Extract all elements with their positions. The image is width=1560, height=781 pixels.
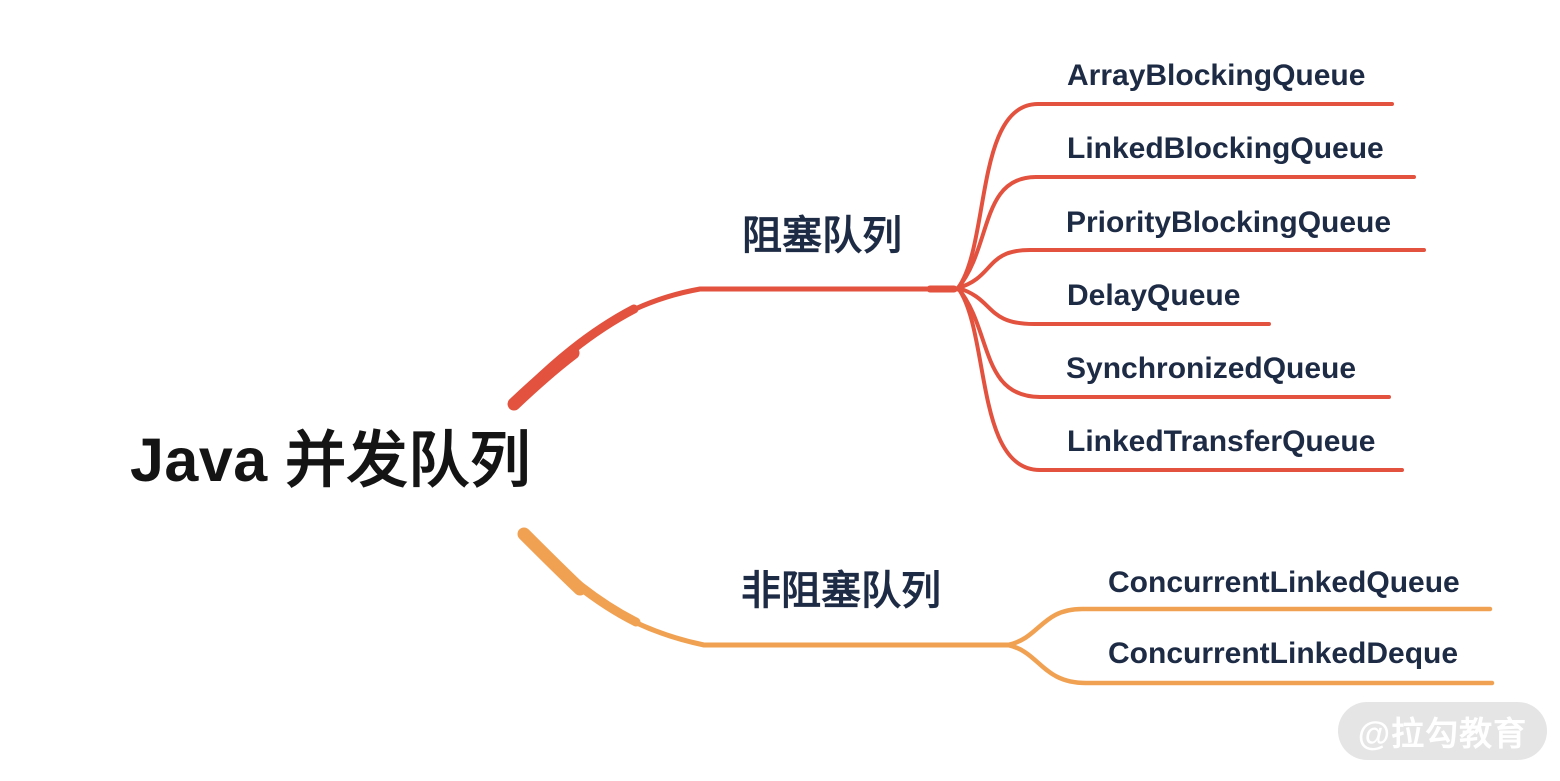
node-blocking-queues: 阻塞队列: [742, 214, 902, 258]
connector-synchronizedqueue: [956, 286, 1391, 399]
leaf-delayqueue: DelayQueue: [1067, 279, 1241, 312]
connector-priorityblockingqueue: [956, 248, 1426, 290]
branch-trunk-blocking: [515, 286, 961, 401]
leaf-arrayblockingqueue: ArrayBlockingQueue: [1067, 59, 1366, 92]
connector-concurrentlinkedqueue: [1005, 606, 1493, 648]
watermark-badge: @拉勾教育: [1338, 702, 1547, 760]
leaf-concurrentlinkedqueue: ConcurrentLinkedQueue: [1108, 566, 1460, 599]
node-nonblocking-queues: 非阻塞队列: [741, 569, 941, 613]
connector-delayqueue: [956, 286, 1271, 326]
branch-trunk-nonblocking: [525, 537, 1011, 648]
leaf-synchronizedqueue: SynchronizedQueue: [1066, 352, 1357, 385]
watermark-text: @拉勾教育: [1357, 715, 1528, 752]
leaf-linkedtransferqueue: LinkedTransferQueue: [1067, 425, 1376, 458]
connector-linkedblockingqueue: [956, 175, 1416, 290]
leaf-linkedblockingqueue: LinkedBlockingQueue: [1067, 132, 1384, 165]
branch-trunk-nonblocking-mid: [521, 532, 641, 627]
leaf-concurrentlinkeddeque: ConcurrentLinkedDeque: [1108, 637, 1459, 670]
leaf-priorityblockingqueue: PriorityBlockingQueue: [1066, 206, 1392, 239]
node-root: Java 并发队列: [130, 426, 532, 494]
connector-arrayblockingqueue: [956, 102, 1394, 290]
connector-linkedtransferqueue: [956, 286, 1404, 472]
connector-concurrentlinkeddeque: [1005, 642, 1495, 686]
